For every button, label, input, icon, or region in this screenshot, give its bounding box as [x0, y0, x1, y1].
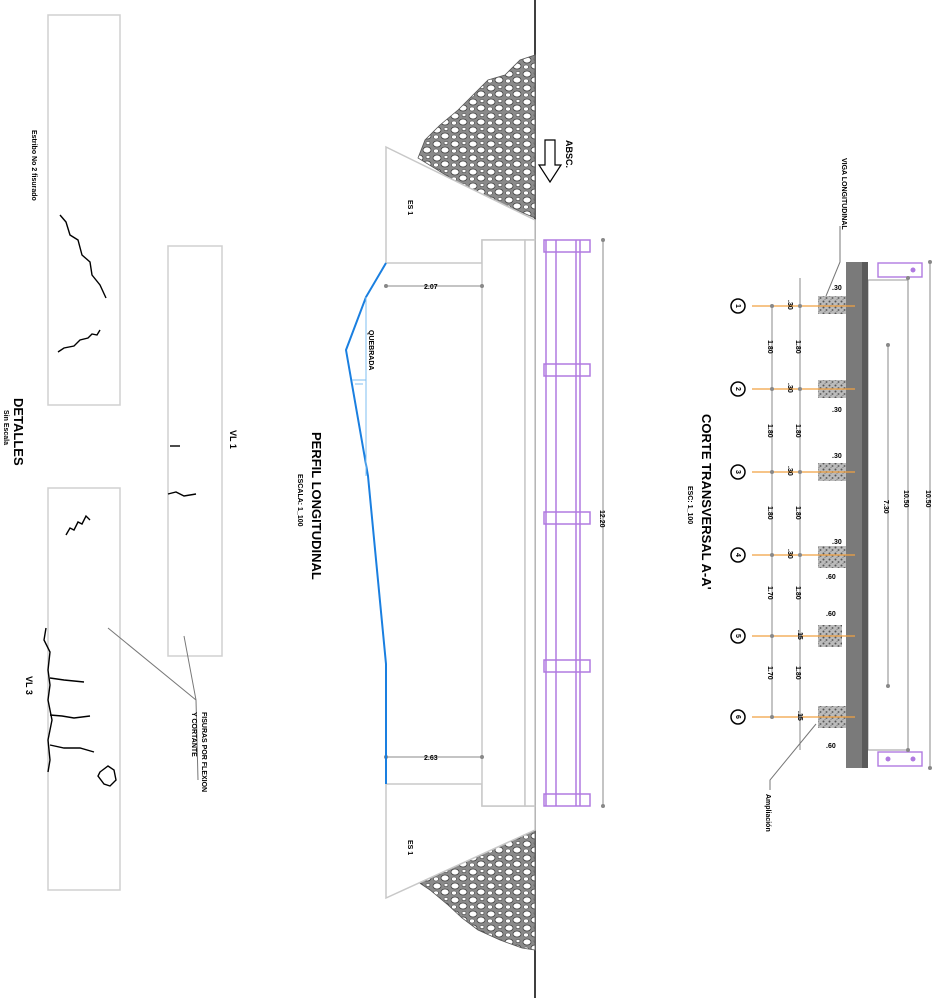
detail-box-estribo	[47, 14, 121, 406]
crack-line	[65, 514, 91, 536]
beam-number-text: 5	[734, 634, 741, 638]
profile-title: PERFIL LONGITUDINAL	[309, 432, 324, 580]
detail-label-estribo: Estribo No 2 fisurado	[30, 130, 37, 201]
beam-number-4	[730, 547, 746, 563]
spacing-dim: 1.80	[766, 506, 773, 520]
abutment-label-bottom: ES 1	[406, 840, 413, 855]
section-scale: ESC: 1_100	[686, 486, 693, 524]
offset-dim: .60	[826, 611, 836, 618]
beam-number-5	[730, 628, 746, 644]
railing	[543, 239, 591, 807]
offset-dim: .60	[826, 574, 836, 581]
details-scale: Sin Escala	[2, 410, 9, 445]
beam-width: .30	[786, 549, 793, 559]
beam-number-1	[730, 298, 746, 314]
spacing-dim: 1.80	[794, 424, 801, 438]
beam-4	[818, 546, 846, 568]
overall-dim-inner: 7.30	[882, 500, 889, 514]
span-dim: 12.20	[598, 510, 605, 528]
profile-scale: ESCALA: 1_100	[296, 474, 303, 527]
spacing-dim: 1.80	[766, 340, 773, 354]
crack-line	[49, 714, 91, 719]
bridge-deck	[481, 239, 526, 807]
ampliacion-label: Ampliación	[764, 794, 771, 832]
stream-label: QUEBRADA	[367, 330, 374, 370]
crack-line	[167, 491, 197, 497]
spall-outline	[97, 765, 117, 787]
spacing-dim: 1.80	[794, 586, 801, 600]
spacing-dim: 1.80	[794, 506, 801, 520]
crack-line	[49, 744, 95, 753]
section-wearing	[862, 262, 868, 768]
spacing-dim: 1.80	[794, 666, 801, 680]
crack-line	[57, 329, 101, 353]
abutment-label-top: ES 1	[406, 200, 413, 215]
detail-box-vl1	[167, 245, 223, 657]
beam-number-text: 2	[734, 387, 741, 391]
section-title: CORTE TRANSVERSAL A-A'	[699, 414, 714, 590]
detail-label-vl1: VL 1	[228, 430, 238, 449]
spacing-dim: 1.80	[794, 340, 801, 354]
crack-line	[49, 677, 85, 683]
beam-number-3	[730, 464, 746, 480]
beam-number-text: 3	[734, 470, 741, 474]
beam-number-text: 1	[734, 304, 741, 308]
cross-section: 10.50 10.50 7.30	[686, 158, 932, 832]
offset-dim: .30	[832, 407, 842, 414]
beam-number-text: 4	[734, 553, 741, 557]
offset-dim: .60	[826, 743, 836, 750]
offset-dim: .30	[832, 285, 842, 292]
details-panel: Estribo No 2 fisurado VL 1 VL 3 FISURAS …	[2, 14, 238, 891]
beam-width: .30	[786, 300, 793, 310]
flow-label: ABSC.	[564, 140, 574, 168]
longitudinal-profile: 12.20 2.07 2.63 QUEBRADA ABSC. ES 1 ES 1…	[296, 0, 605, 998]
beam-label: VIGA LONGITUDINAL	[840, 158, 847, 230]
clear-left: 2.07	[424, 284, 438, 291]
clear-right: 2.63	[424, 755, 438, 762]
beam-width: .15	[796, 711, 803, 721]
spacing-dim: 1.80	[766, 424, 773, 438]
flow-arrow	[537, 139, 563, 184]
crack-line	[59, 214, 107, 299]
beam-number-text: 6	[734, 715, 741, 719]
offset-dim: .30	[832, 453, 842, 460]
beam-1	[818, 296, 846, 314]
stream-bed	[344, 262, 387, 784]
details-title: DETALLES	[11, 398, 26, 466]
overall-dim-outer: 10.50	[924, 490, 931, 508]
beam-width: .15	[796, 630, 803, 640]
beam-number-2	[730, 381, 746, 397]
bridge-slab	[524, 239, 536, 807]
beam-number-6	[730, 709, 746, 725]
crack-label-line1: FISURAS POR FLEXION	[200, 712, 207, 792]
detail-box-vl3	[47, 487, 121, 891]
detail-label-vl3: VL 3	[24, 676, 34, 695]
beam-width: .30	[786, 466, 793, 476]
beam-width: .30	[786, 383, 793, 393]
crack-label-line2: Y CORTANTE	[190, 712, 197, 757]
crack-line	[43, 627, 53, 773]
spacing-dim: 1.70	[766, 666, 773, 680]
spacing-dim: 1.70	[766, 586, 773, 600]
overall-dim-middle: 10.50	[902, 490, 909, 508]
offset-dim: .30	[832, 539, 842, 546]
